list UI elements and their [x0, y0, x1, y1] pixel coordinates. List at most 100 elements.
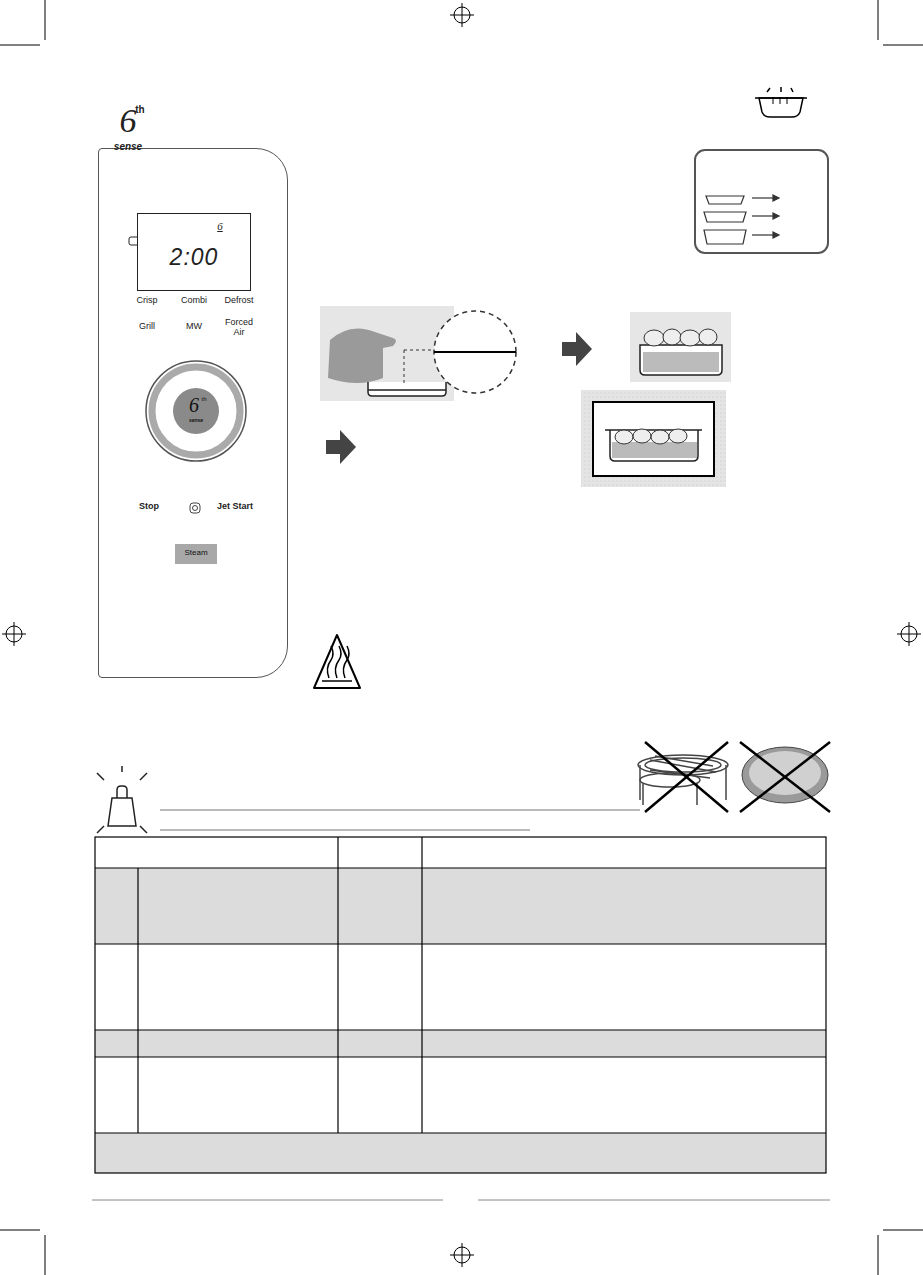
drawing-stroke	[640, 345, 722, 375]
drawing-stroke	[651, 430, 669, 444]
drawing-stroke	[140, 826, 147, 833]
drawing-stroke	[593, 402, 714, 476]
drawing-stroke	[193, 506, 198, 511]
drawing-stroke	[322, 680, 352, 682]
drawing-stroke	[699, 329, 717, 345]
drawing-stroke	[0, 45, 40, 46]
drawing-stroke	[645, 742, 728, 812]
drawing-stroke	[562, 332, 592, 366]
drawing-stroke	[95, 1133, 826, 1173]
drawing-stroke	[755, 97, 807, 99]
drawing-stroke	[878, 1235, 879, 1275]
drawing-stroke	[639, 765, 641, 800]
drawing-stroke	[669, 429, 687, 443]
button-label: Stop	[139, 502, 159, 512]
drawing-stroke	[97, 766, 147, 833]
drawing-stroke	[160, 810, 640, 811]
button-label: Defrost	[224, 296, 253, 306]
logo-word: sense	[114, 141, 142, 152]
drawing-stroke	[883, 45, 923, 46]
sense-icon: 6	[217, 220, 223, 232]
drawing-stroke	[326, 430, 356, 464]
drawing-stroke	[704, 195, 779, 244]
drawing-stroke	[787, 97, 788, 104]
dial-button: 6thsense	[173, 388, 219, 434]
logo-word: sense	[189, 418, 203, 424]
drawing-stroke	[633, 429, 651, 443]
drawing-stroke	[327, 646, 349, 678]
drawing-stroke	[767, 87, 793, 92]
button-label: Forced Air	[221, 318, 257, 338]
drawing-stroke	[740, 742, 830, 812]
drawing-stroke	[663, 329, 681, 345]
drawing-stroke	[642, 783, 644, 805]
drawing-stroke	[581, 390, 726, 487]
drawing-stroke	[0, 1230, 40, 1231]
drawing-stroke	[328, 328, 396, 383]
drawing-stroke	[605, 430, 702, 461]
drawing-stroke	[108, 786, 136, 826]
drawing-stroke	[773, 97, 774, 104]
drawing-stroke	[95, 1030, 826, 1057]
drawing-stroke	[909, 622, 910, 646]
button-label: MW	[186, 322, 202, 332]
drawing-stroke	[478, 1200, 830, 1201]
drawing-stroke	[878, 0, 879, 40]
button-label: Combi	[181, 296, 207, 306]
drawing-stroke	[725, 765, 727, 800]
drawing-stroke	[644, 329, 717, 346]
drawing-stroke	[615, 429, 687, 444]
drawing-stroke	[314, 635, 360, 688]
drawing-stroke	[97, 773, 104, 780]
button-label: Crisp	[136, 296, 157, 306]
drawing-stroke	[421, 837, 422, 1133]
drawing-stroke	[706, 196, 744, 204]
drawing-stroke	[95, 943, 826, 944]
drawing-stroke	[434, 311, 516, 393]
drawing-stroke	[462, 1243, 463, 1267]
drawing-stroke	[121, 766, 123, 772]
drawing-stroke	[92, 1200, 443, 1201]
drawing-stroke	[190, 503, 200, 513]
steam-button: Steam	[175, 544, 217, 564]
drawing-stroke	[95, 837, 826, 1173]
drawing-stroke	[95, 1056, 826, 1057]
button-label: Grill	[139, 322, 155, 332]
drawing-stroke	[615, 430, 633, 444]
control-panel: Crisp Combi DefrostGrill MW Forced AirStop Je…	[98, 148, 288, 678]
drawing-stroke	[759, 98, 803, 117]
drawing-stroke	[45, 0, 46, 40]
display-screen: 6 2:00	[137, 213, 251, 291]
drawing-stroke	[630, 312, 731, 382]
drawing-stroke	[140, 773, 147, 780]
drawing-stroke	[773, 232, 779, 238]
drawing-stroke	[704, 212, 746, 222]
drawing-stroke	[462, 3, 463, 27]
drawing-stroke	[755, 87, 807, 117]
drawing-stroke	[45, 1235, 46, 1275]
logo-superscript: th	[135, 104, 144, 115]
drawing-stroke	[95, 1029, 826, 1030]
drawing-stroke	[14, 622, 15, 646]
logo-digit: 6	[120, 102, 137, 139]
button-label: Jet Start	[217, 502, 253, 512]
button-label: Steam	[184, 549, 207, 558]
drawing-stroke	[773, 195, 779, 201]
drawing-stroke	[97, 826, 104, 833]
drawing-stroke	[95, 837, 826, 1173]
drawing-stroke	[434, 351, 516, 353]
time-readout: 2:00	[170, 245, 219, 270]
logo-superscript: th	[201, 396, 206, 403]
drawing-stroke	[883, 1230, 923, 1231]
drawing-stroke	[404, 350, 405, 385]
drawing-stroke	[752, 234, 773, 235]
drawing-stroke	[95, 867, 826, 868]
drawing-stroke	[680, 330, 700, 346]
drawing-stroke	[368, 382, 446, 396]
drawing-stroke	[137, 868, 138, 1133]
drawing-stroke	[404, 350, 437, 351]
drawing-stroke	[337, 837, 338, 1133]
drawing-stroke	[95, 868, 826, 944]
drawing-stroke	[146, 361, 246, 461]
drawing-stroke	[95, 1132, 826, 1133]
